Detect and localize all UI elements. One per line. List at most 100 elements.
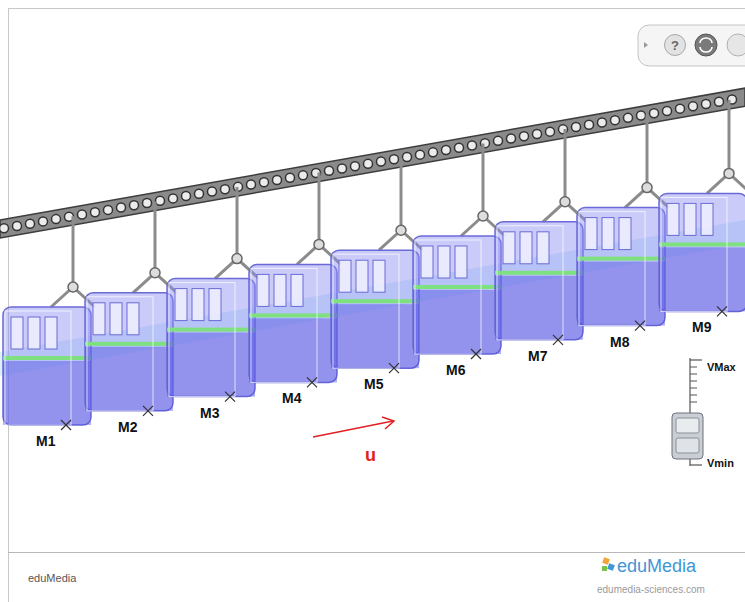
point-cross <box>61 420 71 430</box>
cabin <box>495 129 587 345</box>
cabin-frame <box>661 197 727 311</box>
slider-knob <box>672 413 703 459</box>
frame-line <box>8 8 9 602</box>
slider-tick <box>690 359 702 360</box>
cabin-window <box>438 246 450 278</box>
cable-roller <box>585 120 594 129</box>
cable-roller <box>455 143 464 152</box>
cable-roller <box>260 178 269 187</box>
slider-knob-face <box>676 418 699 433</box>
hanger-rod <box>482 144 485 216</box>
cabin-body <box>413 236 501 354</box>
cabin-window <box>619 218 631 250</box>
point-cross <box>717 306 727 316</box>
cabin-stripe <box>167 328 255 332</box>
cabin-window <box>701 203 713 235</box>
toolbar <box>638 25 745 66</box>
cabin-body <box>331 250 419 368</box>
cabin-window <box>455 246 467 278</box>
cabin-body <box>3 307 91 425</box>
hanger-rod <box>646 114 649 187</box>
cable-roller <box>143 198 152 207</box>
cabin-window <box>110 303 122 335</box>
point-cross <box>553 335 563 345</box>
cabin-frame <box>333 254 399 368</box>
slider-tick <box>690 402 697 403</box>
cabin-window <box>421 246 433 278</box>
cabin-window <box>373 260 385 292</box>
cabin-frame <box>5 311 71 425</box>
point-cross <box>635 321 645 331</box>
point-cross <box>225 392 235 402</box>
cabin-window <box>274 274 286 306</box>
cable-roller <box>377 157 386 166</box>
cabin-lower <box>331 304 419 368</box>
hanger-pivot <box>478 211 488 221</box>
point-cross <box>143 406 153 416</box>
cabin-lower <box>659 247 745 311</box>
cable-roller <box>299 171 308 180</box>
point-label: M7 <box>528 349 547 364</box>
cabin <box>659 100 745 316</box>
hanger-pivot <box>724 168 734 178</box>
point-label: M9 <box>692 320 711 335</box>
hanger-rod <box>400 158 403 230</box>
cabin-stripe <box>85 342 173 346</box>
cable-roller <box>169 194 178 203</box>
cable-roller <box>364 159 373 168</box>
cabin-stripe <box>413 285 501 289</box>
cable-roller <box>273 175 282 184</box>
slider-tick <box>690 367 697 368</box>
slider-min-label: Vmin <box>707 457 734 469</box>
point-cross <box>389 363 399 373</box>
slider-tick <box>690 381 697 382</box>
point-cross <box>307 377 317 387</box>
frame-line <box>8 8 745 9</box>
point-cross <box>389 363 399 373</box>
slider-tick <box>690 395 697 396</box>
cable-roller <box>13 221 22 230</box>
cabin-body <box>495 222 583 340</box>
cable-roller <box>689 102 698 111</box>
cabin-window <box>175 289 187 321</box>
cabin-lower <box>167 333 255 397</box>
cable-roller <box>494 136 503 145</box>
hanger-rod <box>236 187 239 259</box>
cable-roller <box>676 104 685 113</box>
cabin-window <box>28 317 40 349</box>
cable-roller <box>26 219 35 228</box>
cabin <box>249 173 341 388</box>
hanger-pivot <box>68 282 78 292</box>
cabin-lower <box>3 361 91 425</box>
cable-roller <box>247 180 256 189</box>
cable-roller <box>91 208 100 217</box>
cable-roller <box>429 148 438 157</box>
cable-roller <box>637 111 646 120</box>
cabin <box>577 114 669 330</box>
cable-roller <box>442 146 451 155</box>
hanger-rod <box>72 216 75 287</box>
cable-roller <box>546 127 555 136</box>
slider-tick <box>690 388 697 389</box>
speed-slider <box>672 358 703 466</box>
cable-roller <box>663 106 672 115</box>
footer-line <box>8 552 745 553</box>
hanger-pivot <box>560 197 570 207</box>
point-cross <box>225 392 235 402</box>
velocity-arrow <box>313 421 393 437</box>
cabin-window <box>667 203 679 235</box>
logo-piece <box>602 557 610 565</box>
help-button: ? <box>664 34 686 56</box>
point-cross <box>471 349 481 359</box>
hanger-pivot <box>314 239 324 249</box>
cabin-body <box>167 279 255 397</box>
cabin-stripe <box>577 257 665 261</box>
point-label: M3 <box>200 406 219 421</box>
point-cross <box>307 377 317 387</box>
hanger-rod <box>728 100 731 173</box>
cable-roller <box>39 217 48 226</box>
cabin-frame <box>579 212 645 326</box>
logo-url: edumedia-sciences.com <box>597 584 705 595</box>
toolbar-handle <box>644 42 648 48</box>
